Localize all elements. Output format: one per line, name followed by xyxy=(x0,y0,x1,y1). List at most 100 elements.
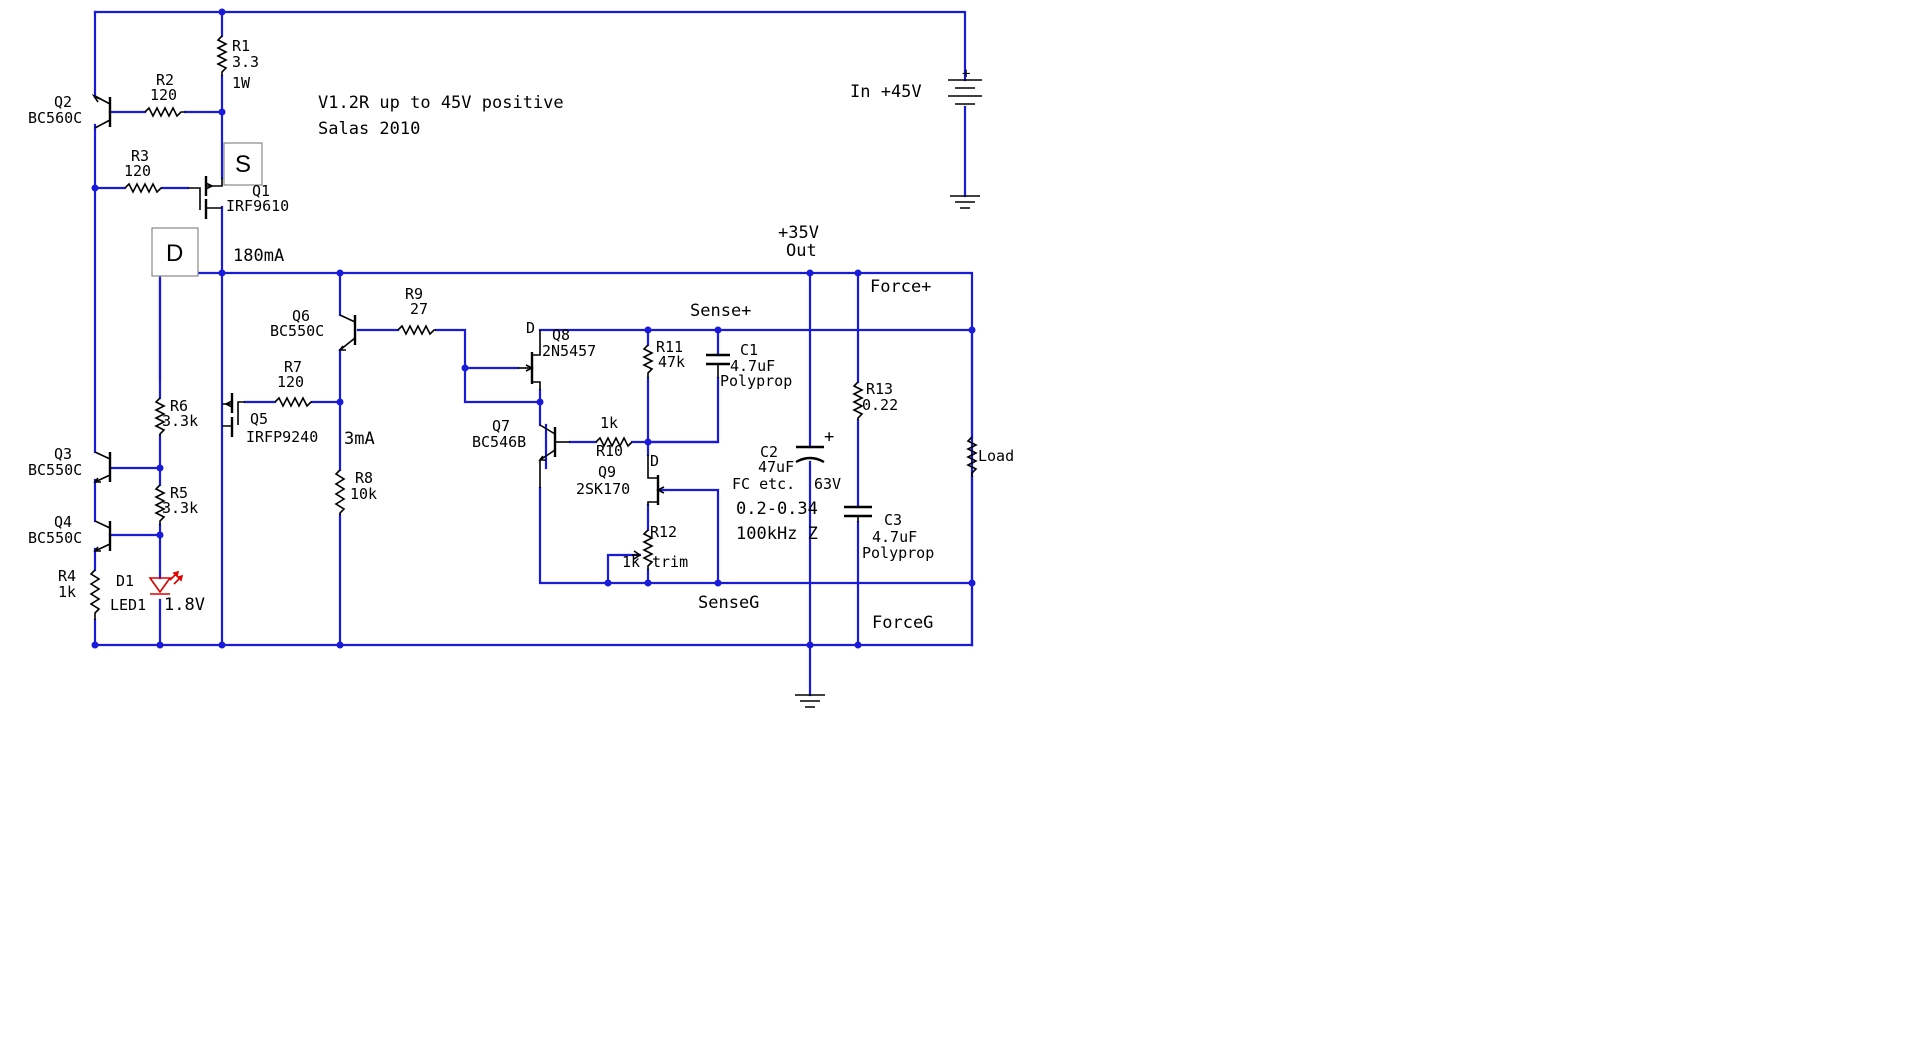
r1-value: 3.3 xyxy=(232,53,259,71)
q9-part: 2SK170 xyxy=(576,480,630,498)
r12-ref: R12 xyxy=(650,523,677,541)
resistor-r9[interactable] xyxy=(397,324,436,336)
r7-value: 120 xyxy=(277,373,304,391)
r2-value: 120 xyxy=(150,86,177,104)
r10-ref: R10 xyxy=(596,442,623,460)
capacitor-c2[interactable] xyxy=(795,445,825,464)
resistor-r7[interactable] xyxy=(274,396,312,408)
resistor-r10[interactable] xyxy=(595,436,633,448)
transistor-q7[interactable] xyxy=(538,424,570,488)
q7-ref: Q7 xyxy=(492,417,510,435)
led-d1[interactable] xyxy=(148,570,184,595)
q5-part: IRFP9240 xyxy=(246,428,318,446)
c3-value: 4.7uF xyxy=(872,528,917,546)
r9-value: 27 xyxy=(410,300,428,318)
mosfet-q1[interactable] xyxy=(188,176,223,219)
current-main: 180mA xyxy=(233,246,284,266)
resistor-r12-trim[interactable] xyxy=(632,529,654,570)
force-pos-label: Force+ xyxy=(870,277,931,297)
c2-rating: 63V xyxy=(814,475,841,493)
c2-polarity: + xyxy=(824,427,834,447)
c3-type: Polyprop xyxy=(862,544,934,562)
q8-part: 2N5457 xyxy=(542,342,596,360)
r10-value: 1k xyxy=(600,414,618,432)
resistor-r13[interactable] xyxy=(852,381,864,420)
r5-ref: R5 xyxy=(170,484,188,502)
output-voltage: +35V xyxy=(778,223,819,243)
resistor-r11[interactable] xyxy=(642,344,654,378)
ground-icon-output xyxy=(795,694,825,708)
labels: V1.2R up to 45V positive Salas 2010 In +… xyxy=(28,37,1014,633)
r7-ref: R7 xyxy=(284,358,302,376)
resistor-r3[interactable] xyxy=(124,182,162,194)
transistor-q2[interactable] xyxy=(91,93,112,129)
frequency-note: 100kHz Z xyxy=(736,524,818,544)
q4-ref: Q4 xyxy=(54,513,72,531)
c1-value: 4.7uF xyxy=(730,357,775,375)
jfet-q8[interactable] xyxy=(518,330,541,390)
sense-gnd-label: SenseG xyxy=(698,593,759,613)
r4-value: 1k xyxy=(58,583,76,601)
r11-ref: R11 xyxy=(656,338,683,356)
svg-text:+: + xyxy=(962,66,970,82)
r3-value: 120 xyxy=(124,162,151,180)
resistor-r2[interactable] xyxy=(144,106,185,118)
q1-ref: Q1 xyxy=(252,182,270,200)
resistor-r8[interactable] xyxy=(334,469,346,515)
resistor-r5[interactable] xyxy=(154,484,166,525)
resistor-r6[interactable] xyxy=(154,397,166,436)
r2-ref: R2 xyxy=(156,71,174,89)
transistor-q3[interactable] xyxy=(93,451,112,483)
r12-extra: trim xyxy=(652,553,688,571)
q4-part: BC550C xyxy=(28,529,82,547)
diagram-author: Salas 2010 xyxy=(318,119,420,139)
resistor-r1[interactable] xyxy=(216,35,228,76)
diagram-title: V1.2R up to 45V positive xyxy=(318,93,564,113)
resistor-load[interactable] xyxy=(966,436,978,477)
q9-pin: D xyxy=(650,452,659,470)
d1-voltage: 1.8V xyxy=(164,595,205,615)
r8-ref: R8 xyxy=(355,469,373,487)
r5-value: 3.3k xyxy=(162,499,198,517)
q9-ref: Q9 xyxy=(598,463,616,481)
mosfet-q5[interactable] xyxy=(222,393,245,437)
source-marker-label: S xyxy=(235,151,251,178)
transistor-q6[interactable] xyxy=(338,314,357,351)
c2-value: 47uF xyxy=(758,458,794,476)
d1-part: LED1 xyxy=(110,596,146,614)
capacitor-c3[interactable] xyxy=(844,505,872,522)
battery-symbol: + xyxy=(948,66,982,105)
c3-ref: C3 xyxy=(884,511,902,529)
r8-value: 10k xyxy=(350,485,377,503)
c1-ref: C1 xyxy=(740,341,758,359)
c2-note: FC etc. xyxy=(732,475,795,493)
q8-ref: Q8 xyxy=(552,326,570,344)
current-q6: 3mA xyxy=(344,429,375,449)
capacitor-c1[interactable] xyxy=(706,353,730,378)
q2-ref: Q2 xyxy=(54,93,72,111)
r12-value: 1k xyxy=(622,553,640,571)
r1-extra: 1W xyxy=(232,74,251,92)
q1-part: IRF9610 xyxy=(226,197,289,215)
force-gnd-label: ForceG xyxy=(872,613,933,633)
q3-ref: Q3 xyxy=(54,445,72,463)
r1-ref: R1 xyxy=(232,37,250,55)
c1-type: Polyprop xyxy=(720,372,792,390)
q7-part: BC546B xyxy=(472,433,526,451)
d1-ref: D1 xyxy=(116,572,134,590)
load-label: Load xyxy=(978,447,1014,465)
r13-ref: R13 xyxy=(866,380,893,398)
transistor-q4[interactable] xyxy=(93,520,112,552)
jfet-q9[interactable] xyxy=(647,455,665,505)
r4-ref: R4 xyxy=(58,567,76,585)
r3-ref: R3 xyxy=(131,147,149,165)
sense-pos-label: Sense+ xyxy=(690,301,751,321)
impedance-note: 0.2-0.34 xyxy=(736,499,818,519)
r13-value: 0.22 xyxy=(862,396,898,414)
drain-marker-label: D xyxy=(166,240,183,267)
output-label: Out xyxy=(786,241,817,261)
q5-ref: Q5 xyxy=(250,410,268,428)
resistor-r4[interactable] xyxy=(89,569,101,620)
r11-value: 47k xyxy=(658,353,685,371)
